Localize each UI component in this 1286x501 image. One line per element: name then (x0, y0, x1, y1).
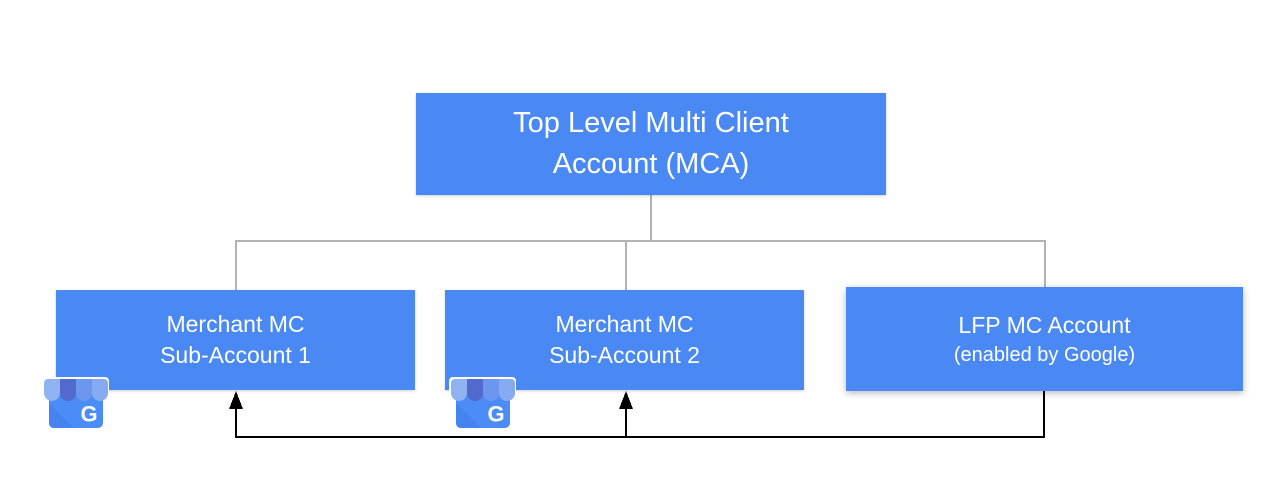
node-lfp-line1: LFP MC Account (958, 311, 1131, 338)
awning-stripe-4 (499, 379, 515, 401)
awning-stripe-2 (467, 379, 483, 401)
google-my-business-icon: G (44, 379, 108, 428)
node-sub1-line2: Sub-Account 1 (160, 342, 311, 368)
google-g-letter: G (80, 401, 97, 426)
google-my-business-icon: G (451, 379, 515, 428)
node-lfp-line2: (enabled by Google) (953, 343, 1136, 366)
arrowhead-into-sub2 (619, 391, 633, 409)
storefront-fold (456, 403, 481, 428)
google-g-letter: G (487, 401, 504, 426)
awning-stripe-3 (483, 379, 499, 401)
awning-stripe-4 (92, 379, 108, 401)
node-merchant-sub-account-1: Merchant MC Sub-Account 1 (56, 290, 415, 390)
node-sub2-line2: Sub-Account 2 (549, 342, 700, 368)
arrowhead-into-sub1 (229, 391, 243, 409)
node-sub1-line1: Merchant MC (166, 311, 305, 337)
node-sub2-line1: Merchant MC (555, 311, 694, 337)
awning-stripe-3 (76, 379, 92, 401)
arrow-lfp-to-subaccounts-path (235, 391, 1045, 438)
awning-stripe-1 (44, 379, 60, 401)
storefront-fold (49, 403, 74, 428)
node-merchant-sub-account-2: Merchant MC Sub-Account 2 (445, 290, 804, 390)
connector-mca-to-children (235, 195, 1046, 290)
awning-stripe-2 (60, 379, 76, 401)
node-top-level-mca: Top Level Multi Client Account (MCA) (416, 93, 886, 195)
node-top-level-mca-line1: Top Level Multi Client (513, 107, 789, 139)
node-top-level-mca-line2: Account (MCA) (552, 148, 750, 180)
node-lfp-mc-account: LFP MC Account (enabled by Google) (846, 287, 1243, 391)
awning-stripe-1 (451, 379, 467, 401)
